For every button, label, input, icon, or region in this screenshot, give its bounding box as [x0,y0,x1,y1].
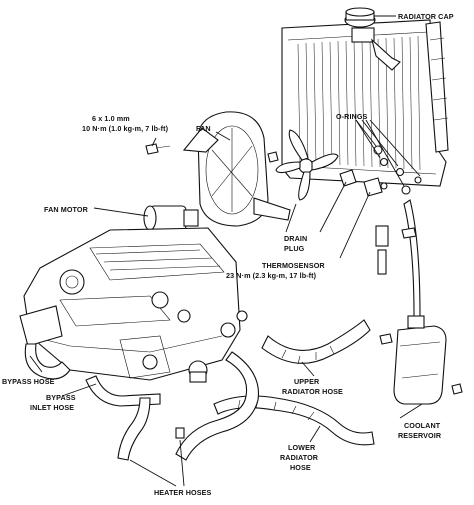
label-bypass-inlet-line1: BYPASS [46,393,76,402]
label-coolant-line1: COOLANT [404,421,441,430]
label-thermosensor-torque: 23 N·m (2.3 kg-m, 17 lb-ft) [226,271,317,280]
fan-bolt [267,151,279,163]
label-heater-hoses: HEATER HOSES [154,488,211,497]
leader-lines [29,15,423,487]
label-drain-plug-line2: PLUG [284,244,305,253]
label-bypass-hose: BYPASS HOSE [2,377,55,386]
hose-clamp [175,371,207,439]
thermosensor [363,177,388,197]
drain-plug [339,169,357,187]
bypass-hose [24,343,71,380]
label-bolt-spec-torque: 10 N·m (1.0 kg-m, 7 lb-ft) [82,124,169,133]
radiator-core [297,35,421,171]
label-radiator-cap: RADIATOR CAP [398,12,454,21]
label-bolt-spec-size: 6 x 1.0 mm [92,114,130,123]
o-ring-parts [373,145,422,195]
shroud-bolt [145,143,171,155]
label-fan: FAN [196,124,211,133]
label-coolant-line2: RESERVOIR [398,431,442,440]
label-fan-motor: FAN MOTOR [44,205,89,214]
fan-blade [275,129,339,201]
label-thermosensor: THERMOSENSOR [262,261,325,270]
heater-hose-upper [175,351,260,461]
label-lower-radiator-line1: LOWER [288,443,316,452]
engine-block [19,227,248,381]
label-lower-radiator-line2: RADIATOR [280,453,319,462]
label-bypass-inlet-line2: INLET HOSE [30,403,74,412]
upper-radiator-hose [261,319,371,365]
coolant-reservoir [375,199,463,405]
heater-hose-lower [117,397,151,461]
radiator-cap [344,7,376,28]
fan-shroud [182,111,291,227]
label-drain-plug-line1: DRAIN [284,234,307,243]
label-o-rings: O-RINGS [336,112,368,121]
label-upper-radiator-line2: RADIATOR HOSE [282,387,343,396]
label-lower-radiator-line3: HOSE [290,463,311,472]
radiator [281,19,449,187]
label-upper-radiator-line1: UPPER [294,377,320,386]
